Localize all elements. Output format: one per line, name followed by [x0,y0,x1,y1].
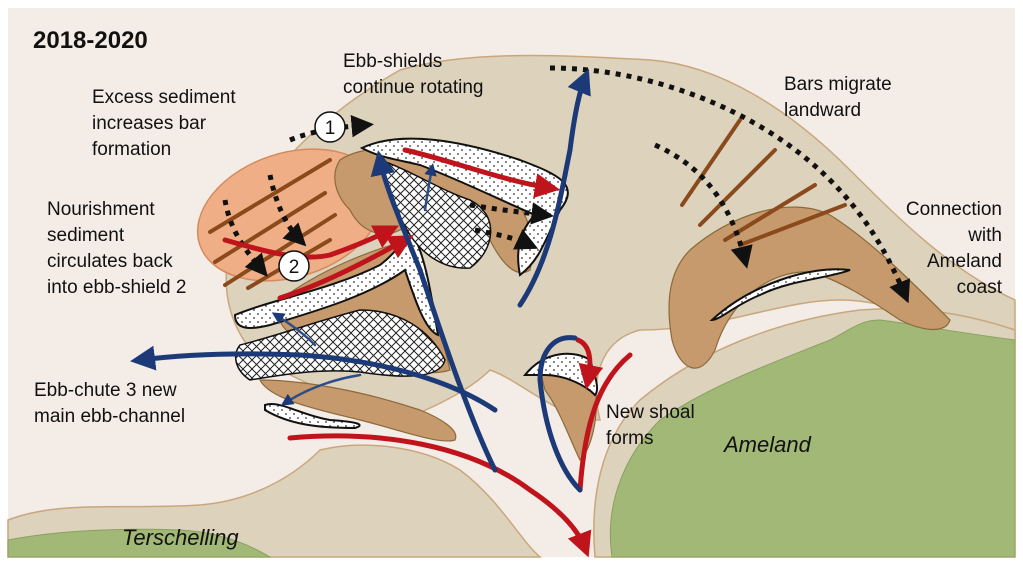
svg-text:formation: formation [92,139,171,160]
svg-text:Ebb-chute 3 new: Ebb-chute 3 new [34,380,177,401]
migration-arrow-nourish-2 [267,174,307,247]
svg-text:continue rotating: continue rotating [343,77,484,98]
flood-arrow-nourish [222,225,399,260]
marker-2: 2 [278,250,310,282]
svg-text:New shoal: New shoal [606,402,695,423]
marker-1-label: 1 [325,118,336,139]
annotation-ebb-shields: Ebb-shields continue rotating [343,51,484,98]
flood-arrow-south [287,433,592,558]
svg-text:circulates back: circulates back [47,251,173,272]
flood-arrow-new-shoal [577,352,633,493]
island-label-terschelling: Terschelling [122,525,239,550]
annotation-connection: Connection with Ameland coast [906,199,1003,298]
ebb-thin-shield2 [271,312,317,347]
flood-arrow-loop [575,337,604,390]
ebb-arrow-west [130,345,498,413]
shoal-lower [259,379,457,442]
diagram-title: 2018-2020 [33,27,148,54]
svg-text:sediment: sediment [47,225,125,246]
crosshatch-lower [234,309,446,381]
annotation-nourishment: Nourishment sediment circulates back int… [47,199,186,298]
svg-text:landward: landward [784,100,861,121]
svg-text:main ebb-channel: main ebb-channel [34,406,185,427]
svg-text:Bars migrate: Bars migrate [784,74,892,95]
island-label-ameland: Ameland [722,432,812,457]
migration-arrow-shield-a [469,202,554,225]
marker-2-label: 2 [289,257,300,278]
ebb-arrow-inlet [370,150,498,473]
bar-lines [208,118,847,290]
marker-1: 1 [314,111,346,143]
ebb-arrow-loop [537,335,583,493]
ebb-arrow-north [517,68,591,308]
terschelling-land [7,528,272,558]
annotation-ebb-chute: Ebb-chute 3 new main ebb-channel [34,380,185,427]
svg-text:increases bar: increases bar [92,113,207,134]
svg-text:Ameland: Ameland [927,251,1002,272]
flood-arrow-shield-top [402,147,560,198]
annotation-excess-sediment: Excess sediment increases bar formation [92,87,236,160]
annotation-bars-migrate: Bars migrate landward [784,74,892,121]
flood-flows [222,147,633,558]
svg-text:Connection: Connection [906,199,1002,220]
ebb-shield-3 [264,403,361,430]
ebb-thin-shield3 [280,373,362,406]
svg-text:with: with [967,225,1002,246]
ebb-flows [130,68,591,493]
svg-text:into ebb-shield 2: into ebb-shield 2 [47,277,186,298]
svg-text:coast: coast [957,277,1003,298]
flood-arrow-shield2 [277,235,414,301]
svg-text:Ebb-shields: Ebb-shields [343,51,442,72]
svg-text:Nourishment: Nourishment [47,199,155,220]
svg-text:forms: forms [606,428,654,449]
migration-arrow-east-outer [549,65,911,304]
svg-text:Excess sediment: Excess sediment [92,87,236,108]
ebb-shield-east [709,268,851,322]
ebb-thin-shield-top [423,163,437,212]
ebb-flows-thin [271,163,437,406]
annotation-new-shoal: New shoal forms [606,402,695,449]
